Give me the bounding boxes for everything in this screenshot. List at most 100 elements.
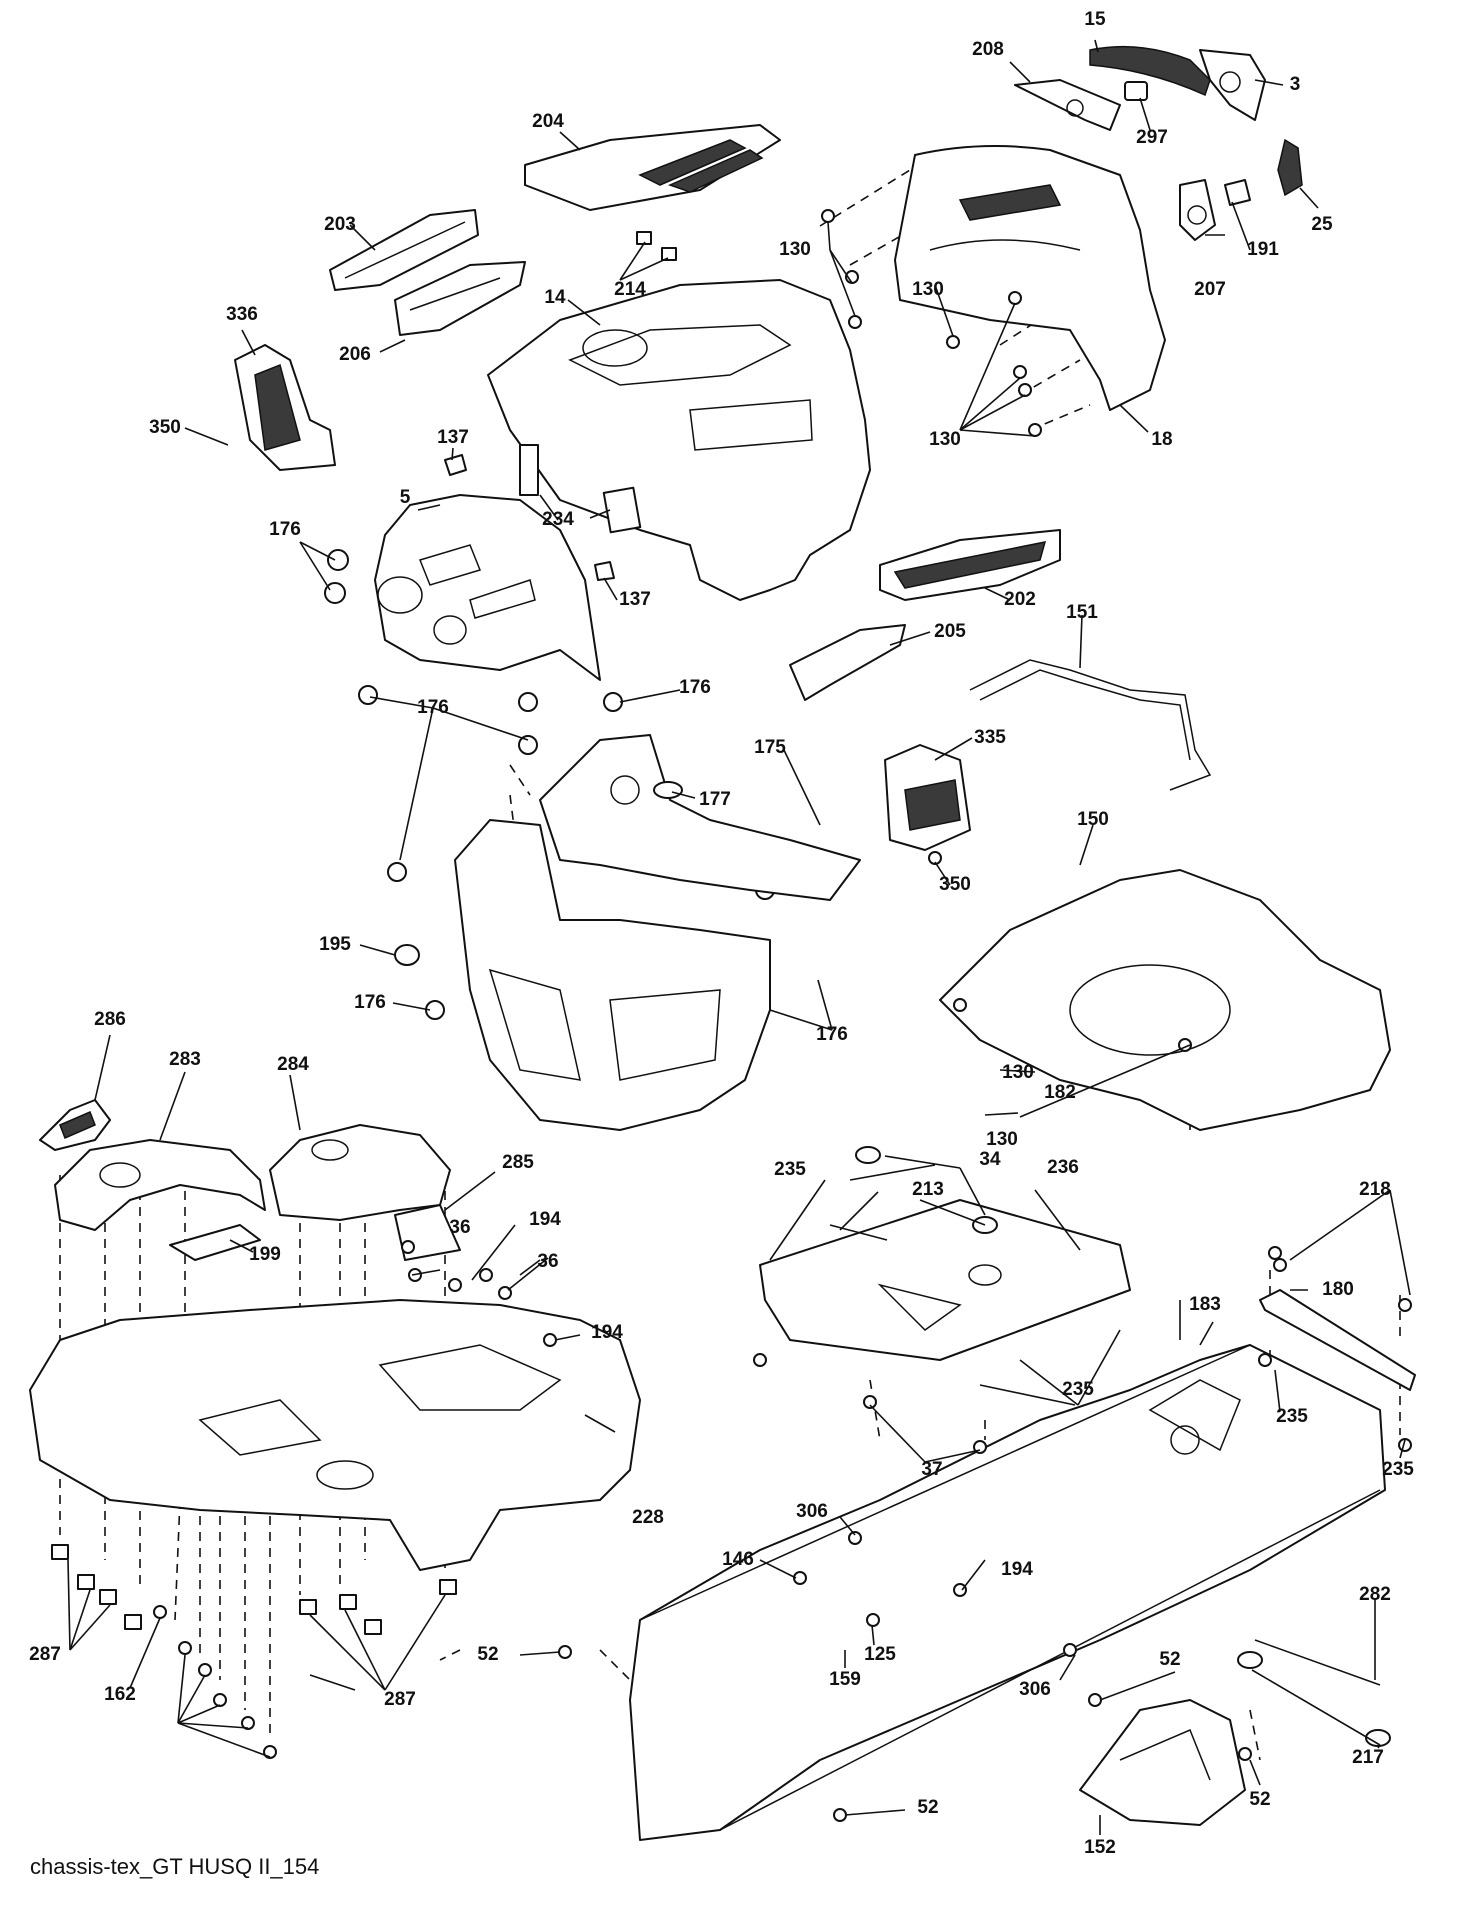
- part-205-trim: [789, 624, 906, 701]
- part-151-wire-bracket: [969, 659, 1212, 791]
- part-297-clip: [1124, 81, 1148, 101]
- callout-182: 182: [1044, 1082, 1076, 1103]
- part-37-fender: [29, 1299, 641, 1571]
- callout-labels: 15 208 3 297 25 204 130 191 207 203 214 …: [29, 9, 1414, 1858]
- callout-207: 207: [1194, 279, 1226, 300]
- callout-176: 176: [417, 697, 449, 718]
- part-25-lens: [1277, 138, 1303, 197]
- part-282-clips: [51, 1544, 457, 1635]
- part-195-plug: [394, 944, 420, 966]
- figure-caption: chassis-tex_GT HUSQ II_154: [30, 1854, 320, 1879]
- leader-lines: [67, 39, 1411, 1835]
- callout-204: 204: [532, 111, 564, 132]
- callout-336: 336: [226, 304, 258, 325]
- callout-194: 194: [1001, 1559, 1033, 1580]
- callout-350: 350: [149, 417, 181, 438]
- callout-130: 130: [929, 429, 961, 450]
- callout-150: 150: [1077, 809, 1109, 830]
- callout-284: 284: [277, 1054, 309, 1075]
- part-284-fender-cover-right: [269, 1124, 451, 1221]
- part-52-washers: [1237, 1651, 1391, 1747]
- callout-286: 286: [94, 1009, 126, 1030]
- callout-183: 37: [921, 1459, 942, 1480]
- callout-195: 195: [319, 934, 351, 955]
- part-335-cover: [884, 744, 971, 851]
- callout-68: 235: [1382, 1459, 1414, 1480]
- callout-159: 52: [917, 1797, 938, 1818]
- part-286-handle: [39, 1099, 111, 1151]
- callout-34: 236: [1047, 1157, 1079, 1178]
- callout-36: 36: [537, 1251, 558, 1272]
- part-191-socket: [1224, 179, 1251, 206]
- callout-3: 3: [1290, 74, 1301, 95]
- part-208-bracket: [1014, 79, 1121, 131]
- callout-130: 130: [986, 1129, 1018, 1150]
- callout-285: 285: [502, 1152, 534, 1173]
- callout-235: 34: [979, 1149, 1001, 1170]
- callout-130: 130: [912, 279, 944, 300]
- callout-130: 130: [779, 239, 811, 260]
- part-18-front-bumper: [894, 145, 1166, 411]
- part-206-side-grille: [394, 261, 526, 336]
- callout-194: 194: [529, 1209, 561, 1230]
- part-336-side-panel: [234, 344, 336, 471]
- callout-36: 36: [449, 1217, 470, 1238]
- callout-282: 287: [29, 1644, 61, 1665]
- callout-236: 213: [912, 1179, 944, 1200]
- part-137-clip-upper: [444, 454, 467, 476]
- callout-137: 137: [619, 589, 651, 610]
- callout-177: 177: [699, 789, 731, 810]
- callout-159: 52: [477, 1644, 498, 1665]
- part-218-bracket: [1259, 1289, 1416, 1391]
- callout-208: 208: [972, 39, 1004, 60]
- part-137-clip-lower: [594, 561, 615, 581]
- callout-194: 194: [591, 1322, 623, 1343]
- part-283-fender-cover-left: [54, 1139, 266, 1231]
- callout-203: 203: [324, 214, 356, 235]
- callout-130: 130: [1002, 1062, 1034, 1083]
- callout-297: 297: [1136, 127, 1168, 148]
- callout-176: 176: [354, 992, 386, 1013]
- callout-159: 52: [1249, 1789, 1270, 1810]
- callout-335: 335: [974, 727, 1006, 748]
- callout-350: 350: [939, 874, 971, 895]
- callout-68: 235: [1062, 1379, 1094, 1400]
- callout-68: 235: [1276, 1406, 1308, 1427]
- callout-228: 306: [1019, 1679, 1051, 1700]
- part-15-trim: [1089, 45, 1211, 97]
- part-177-washer: [653, 781, 683, 799]
- callout-217: 282: [1359, 1584, 1391, 1605]
- callout-18: 18: [1151, 429, 1172, 450]
- callout-176: 176: [679, 677, 711, 698]
- part-34-seat-plate: [759, 1199, 1131, 1361]
- part-175-plate: [539, 734, 861, 901]
- callout-283: 283: [169, 1049, 201, 1070]
- callout-5: 5: [400, 487, 411, 508]
- callout-52: 217: [1352, 1747, 1384, 1768]
- callout-146: 125: [864, 1644, 896, 1665]
- callout-159: 52: [1159, 1649, 1180, 1670]
- callout-68: 235: [774, 1159, 806, 1180]
- part-202-grille: [879, 529, 1061, 601]
- callout-37: 228: [632, 1507, 664, 1528]
- callout-137: 137: [437, 427, 469, 448]
- part-204-hood-vent: [524, 124, 781, 211]
- part-14-hood: [487, 279, 871, 601]
- callout-176: 176: [269, 519, 301, 540]
- callout-205: 205: [934, 621, 966, 642]
- callout-234: 234: [542, 509, 574, 530]
- callout-152: 152: [1084, 1837, 1116, 1858]
- part-hardware-screws: [153, 209, 1412, 1822]
- part-217-rod: [1254, 1639, 1381, 1686]
- callout-214: 214: [614, 279, 646, 300]
- callout-25: 25: [1311, 214, 1333, 235]
- callout-287: 162: [104, 1684, 136, 1705]
- callout-228: 306: [796, 1501, 828, 1522]
- callout-199: 199: [249, 1244, 281, 1265]
- part-152-bracket: [1079, 1699, 1246, 1826]
- callout-151: 151: [1066, 602, 1098, 623]
- part-3-headlight-housing: [1199, 49, 1266, 121]
- callout-180: 183: [1189, 1294, 1221, 1315]
- callout-282: 287: [384, 1689, 416, 1710]
